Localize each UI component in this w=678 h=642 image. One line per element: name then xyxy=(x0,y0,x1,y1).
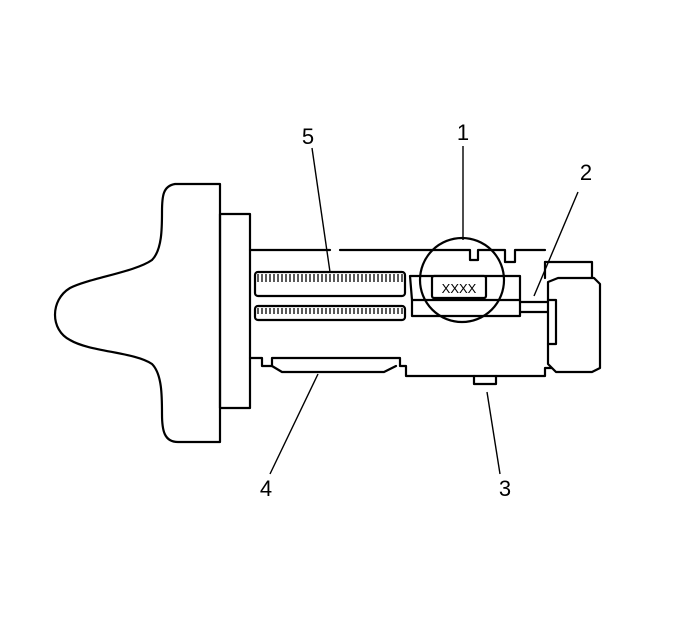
wafer-teeth xyxy=(257,274,403,314)
leader-4 xyxy=(269,373,319,475)
callout-4: 4 xyxy=(260,476,272,501)
leader-3 xyxy=(486,391,501,475)
callout-2: 2 xyxy=(580,160,592,185)
leader-2 xyxy=(533,191,579,297)
key-knob xyxy=(54,182,252,444)
stamp-text: XXXX xyxy=(442,281,477,296)
leader-5 xyxy=(311,147,331,273)
detail-circle xyxy=(418,236,506,324)
cylinder-body xyxy=(248,248,594,378)
connector xyxy=(518,276,602,374)
lock-housing: XXXX xyxy=(408,236,522,324)
wafer-stack xyxy=(253,270,407,322)
callout-3: 3 xyxy=(499,476,511,501)
retaining-tab xyxy=(472,374,498,386)
leader-lines xyxy=(269,146,579,475)
callout-1: 1 xyxy=(457,120,469,145)
callout-labels: 5 1 2 3 4 xyxy=(260,120,592,501)
callout-5: 5 xyxy=(302,124,314,149)
